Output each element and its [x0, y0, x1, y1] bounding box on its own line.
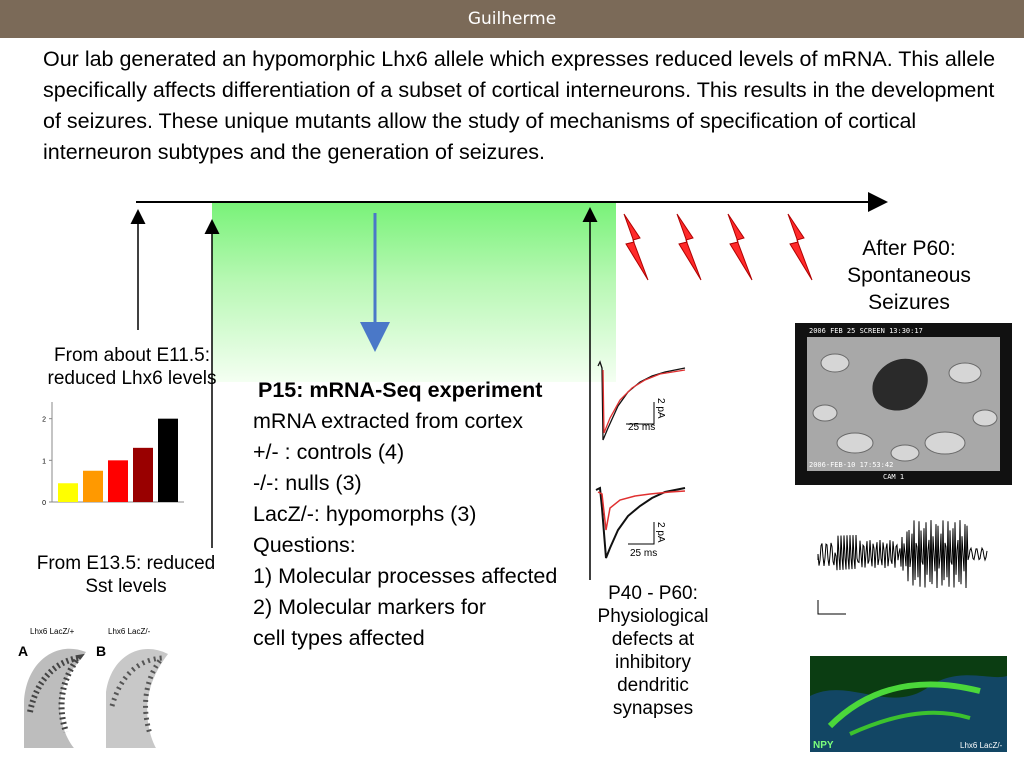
p60-label: After P60: Spontaneous Seizures	[847, 237, 971, 314]
experiment-title: P15: mRNA-Seq experiment	[258, 378, 543, 402]
histology-image: A B Lhx6 LacZ/+ Lhx6 LacZ/-	[16, 622, 176, 748]
histology-a-genotype: Lhx6 LacZ/+	[30, 627, 75, 636]
chart-ytick-label: 1	[42, 458, 46, 465]
chart-bar	[58, 483, 78, 502]
histology-a-label: A	[18, 643, 28, 659]
chart-bar	[133, 447, 153, 502]
video-bottom-text: 2006-FEB-10 17:53:42	[809, 461, 893, 469]
npy-stain-image: NPY Lhx6 LacZ/-	[810, 656, 1007, 752]
ephys-top-ms: 25 ms	[628, 422, 655, 433]
ephys-bottom-pa: 2 pA	[655, 522, 666, 543]
seizure-video-still: 2006 FEB 25 SCREEN 13:30:17 2006-FEB-10 …	[795, 323, 1012, 485]
experiment-line: Questions:	[253, 533, 356, 557]
lhx6-bar-chart: 0 1 2	[42, 402, 184, 507]
experiment-block: P15: mRNA-Seq experiment mRNA extracted …	[253, 375, 633, 654]
chart-bar	[158, 418, 178, 502]
green-region	[212, 202, 616, 382]
chart-ytick-label: 0	[42, 500, 46, 507]
intro-paragraph: Our lab generated an hypomorphic Lhx6 al…	[43, 47, 996, 164]
experiment-line: LacZ/-: hypomorphs (3)	[253, 502, 477, 526]
experiment-line: mRNA extracted from cortex	[253, 409, 524, 433]
header-bar: Guilherme	[0, 0, 1024, 38]
npy-genotype: Lhx6 LacZ/-	[960, 741, 1003, 750]
ephys-trace-bottom: 25 ms 2 pA	[595, 486, 686, 559]
e115-label: From about E11.5: reduced Lhx6 levels	[47, 345, 217, 389]
experiment-line: -/-: nulls (3)	[253, 471, 362, 495]
experiment-line: 2) Molecular markers for	[253, 595, 486, 619]
seizure-bolt-icons	[623, 213, 813, 281]
histology-b-genotype: Lhx6 LacZ/-	[108, 627, 151, 636]
histology-b-label: B	[96, 643, 106, 659]
video-top-text: 2006 FEB 25 SCREEN 13:30:17	[809, 327, 923, 335]
ephys-bottom-ms: 25 ms	[630, 548, 657, 559]
p40-label: P40 - P60: Physiological defects at inhi…	[597, 583, 709, 719]
chart-bar	[108, 460, 128, 502]
chart-bar	[83, 470, 103, 502]
ephys-top-pa: 2 pA	[655, 398, 666, 419]
eeg-trace	[817, 520, 988, 615]
ephys-trace-top: 25 ms 2 pA	[597, 360, 686, 441]
header-title: Guilherme	[467, 9, 557, 29]
chart-ytick-label: 2	[42, 417, 46, 424]
video-cam-text: CAM 1	[883, 473, 904, 481]
experiment-lines: mRNA extracted from cortex +/- : controls…	[253, 406, 633, 654]
experiment-line: cell types affected	[253, 626, 425, 650]
npy-label: NPY	[813, 740, 834, 751]
e135-label: From E13.5: reduced Sst levels	[36, 553, 216, 597]
experiment-line: +/- : controls (4)	[253, 440, 405, 464]
experiment-line: 1) Molecular processes affected	[253, 564, 558, 588]
